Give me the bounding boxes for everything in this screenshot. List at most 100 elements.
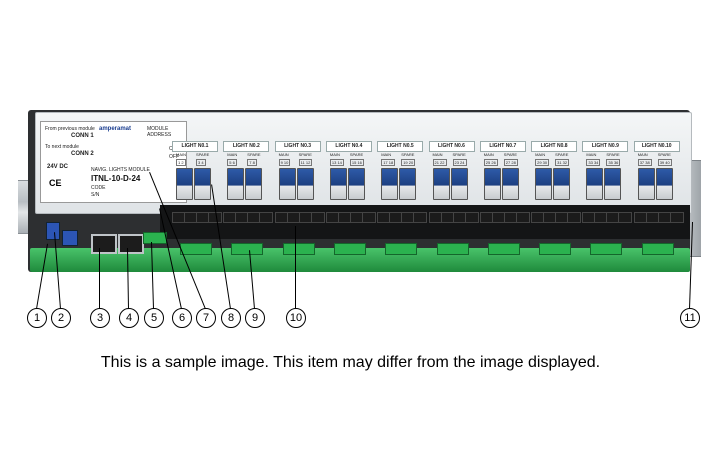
output-connector[interactable] <box>641 243 674 255</box>
channel-spare-label: SPARE <box>555 152 569 157</box>
channel-main-label: MAIN <box>381 152 392 157</box>
spare-relay <box>501 168 519 200</box>
rj45-port-conn2[interactable] <box>118 234 144 254</box>
channel-spare-terminals: 35 36 <box>606 159 621 166</box>
rotary-switch[interactable] <box>62 230 78 246</box>
channel-main-label: MAIN <box>586 152 597 157</box>
output-connector[interactable] <box>436 243 469 255</box>
channel-spare-label: SPARE <box>349 152 364 157</box>
channel-main-terminals: 9 10 <box>278 159 291 166</box>
callout-number: 3 <box>90 308 110 328</box>
channel-title: LIGHT N0.4 <box>325 141 372 152</box>
channel-title: LIGHT N0.8 <box>531 141 578 152</box>
channel-title: LIGHT N0.9 <box>582 141 629 152</box>
screw-terminal[interactable] <box>464 212 479 223</box>
conn2-label: CONN 2 <box>71 151 94 157</box>
channel-main-terminals: 13 14 <box>329 159 344 166</box>
spare-relay <box>347 168 365 200</box>
channel-spare-terminals: 15 16 <box>349 159 364 166</box>
channel-spare-terminals: 11 12 <box>298 159 313 166</box>
channel-main-terminals: 29 30 <box>535 159 550 166</box>
spare-relay <box>296 168 314 200</box>
channel-main-label: MAIN <box>432 152 443 157</box>
channel-spare-label: SPARE <box>503 152 518 157</box>
main-relay <box>586 168 604 200</box>
main-relay <box>535 168 553 200</box>
channel-main-label: MAIN <box>227 152 238 157</box>
channel-main-terminals: 17 18 <box>381 159 396 166</box>
main-relay <box>176 168 193 200</box>
power-terminal[interactable] <box>143 232 167 244</box>
callout-number: 1 <box>27 308 47 328</box>
spare-relay <box>399 168 417 200</box>
sn-label: S/N <box>91 192 100 198</box>
screw-terminal[interactable] <box>361 212 376 223</box>
channel-main-label: MAIN <box>329 152 340 157</box>
output-connector[interactable] <box>231 243 264 255</box>
channel-spare-terminals: 27 28 <box>503 159 518 166</box>
channel-title: LIGHT N0.6 <box>428 141 475 152</box>
channel-main-terminals: 25 26 <box>483 159 498 166</box>
rj45-port-conn1[interactable] <box>91 234 117 254</box>
callout-number: 11 <box>680 308 700 328</box>
code-label: CODE <box>91 185 106 191</box>
output-connector[interactable] <box>385 243 418 255</box>
screw-terminal[interactable] <box>669 212 684 223</box>
spare-relay <box>655 168 673 200</box>
screw-terminal[interactable] <box>310 212 325 223</box>
screw-terminal[interactable] <box>618 212 633 223</box>
output-connector[interactable] <box>539 243 572 255</box>
callout-number: 6 <box>172 308 192 328</box>
from-previous-text: From previous module <box>45 126 95 132</box>
channel-main-label: MAIN <box>176 152 186 157</box>
channel-spare-terminals: 31 32 <box>555 159 570 166</box>
channel-title: LIGHT N0.1 <box>172 141 218 152</box>
channel-title: LIGHT N0.5 <box>377 141 424 152</box>
channel-spare-terminals: 3 4 <box>196 159 206 166</box>
channel-main-label: MAIN <box>535 152 546 157</box>
screw-terminal[interactable] <box>413 212 428 223</box>
screw-terminal[interactable] <box>567 212 582 223</box>
sample-image-disclaimer: This is a sample image. This item may di… <box>100 354 601 371</box>
callout-number: 2 <box>51 308 71 328</box>
screw-terminal[interactable] <box>259 212 274 223</box>
channel-spare-terminals: 39 40 <box>657 159 672 166</box>
channel-spare-label: SPARE <box>657 152 671 157</box>
main-relay <box>432 168 450 200</box>
channel-spare-label: SPARE <box>298 152 312 157</box>
module-address-label: MODULE ADDRESS <box>147 126 172 138</box>
main-relay <box>381 168 399 200</box>
address-dip-switch[interactable] <box>46 222 60 240</box>
main-relay <box>278 168 296 200</box>
channel-main-label: MAIN <box>483 152 494 157</box>
main-relay <box>329 168 347 200</box>
to-next-text: To next module <box>45 144 79 150</box>
channel-spare-label: SPARE <box>452 152 466 157</box>
channel-title: LIGHT N0.3 <box>274 141 321 152</box>
spare-relay <box>450 168 468 200</box>
module-info-label: From previous module CONN 1 To next modu… <box>40 121 187 203</box>
output-connector[interactable] <box>487 243 520 255</box>
channel-main-terminals: 1 2 <box>176 159 186 166</box>
callout-leader-line <box>295 226 296 309</box>
output-connector[interactable] <box>590 243 623 255</box>
output-connector[interactable] <box>333 243 366 255</box>
channel-spare-terminals: 23 24 <box>452 159 467 166</box>
output-connector[interactable] <box>282 243 315 255</box>
main-relay <box>483 168 501 200</box>
spare-relay <box>194 168 211 200</box>
callout-leader-line <box>99 248 100 309</box>
spare-relay <box>604 168 622 200</box>
channel-spare-label: SPARE <box>606 152 620 157</box>
output-connector[interactable] <box>180 243 212 255</box>
screw-terminal[interactable] <box>515 212 530 223</box>
channel-main-terminals: 21 22 <box>432 159 447 166</box>
model-line-text: NAVIG. LIGHTS MODULE <box>91 167 150 173</box>
brand-logo-text: amperamat <box>99 126 132 132</box>
channel-spare-terminals: 7 8 <box>247 159 257 166</box>
channel-main-terminals: 37 38 <box>637 159 652 166</box>
model-number: ITNL-10-D-24 <box>91 174 141 183</box>
channel-main-terminals: 33 34 <box>586 159 601 166</box>
channel-main-terminals: 5 6 <box>227 159 237 166</box>
ce-mark: CE <box>49 178 62 188</box>
